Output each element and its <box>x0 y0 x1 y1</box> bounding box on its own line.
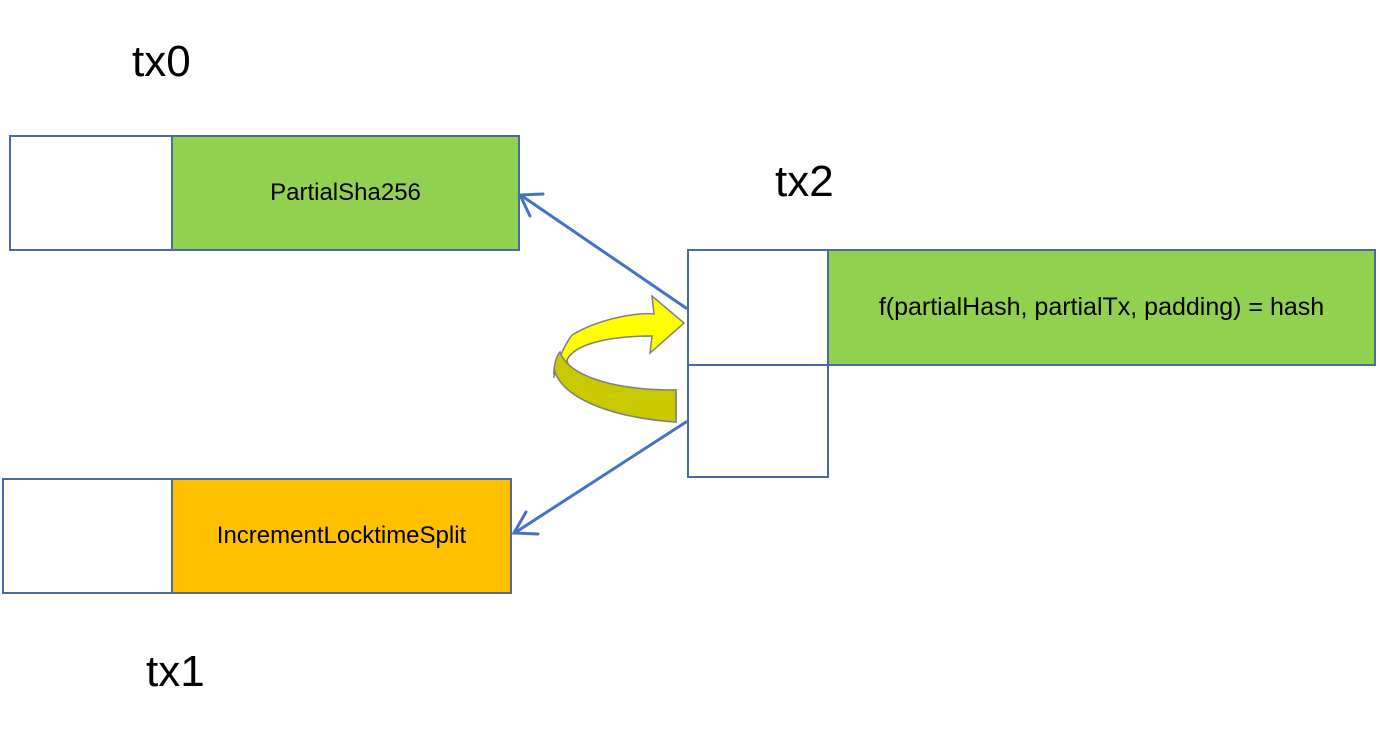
tx2-label: tx2 <box>775 157 834 206</box>
tx2-script-cell: f(partialHash, partialTx, padding) = has… <box>827 249 1376 366</box>
tx2-input-cell-top <box>687 249 829 366</box>
curved-arrow-icon <box>553 294 686 423</box>
tx1-label: tx1 <box>146 647 205 696</box>
tx0-script-cell: PartialSha256 <box>173 137 518 249</box>
arrow-to-tx0 <box>517 192 688 310</box>
tx2-input-cell-bottom <box>687 364 829 478</box>
tx0-label: tx0 <box>132 37 191 86</box>
tx1-box: IncrementLocktimeSplit <box>2 478 512 594</box>
tx1-empty-cell <box>4 480 173 592</box>
tx1-script-cell: IncrementLocktimeSplit <box>173 480 510 592</box>
tx0-box: PartialSha256 <box>9 135 520 251</box>
tx2-script-text: f(partialHash, partialTx, padding) = has… <box>878 293 1325 321</box>
arrow-to-tx1 <box>511 420 688 536</box>
tx0-empty-cell <box>11 137 173 249</box>
